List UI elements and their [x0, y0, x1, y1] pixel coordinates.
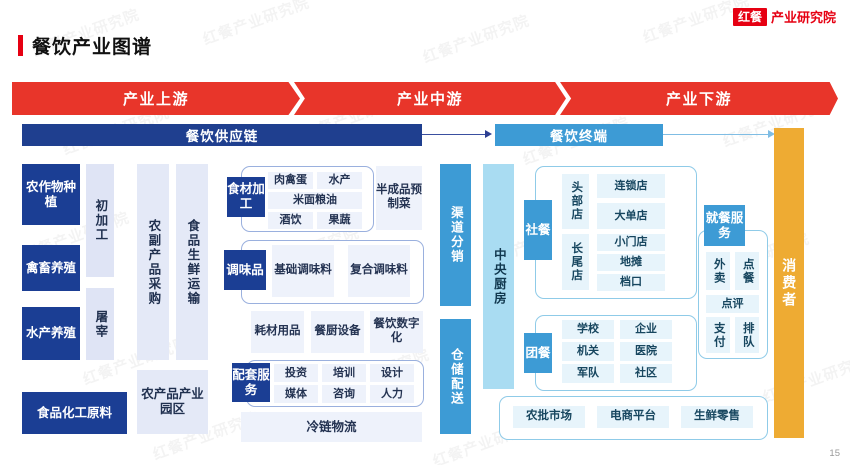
box-digitalization: 餐饮数字化: [370, 311, 423, 353]
box-consumables: 耗材用品: [251, 311, 304, 353]
box-training: 培训: [322, 364, 366, 382]
logo-mark: 红餐: [732, 8, 767, 26]
tab-dining-service: 就餐服务: [704, 205, 745, 246]
box-review: 点评: [706, 295, 759, 313]
box-beverage: 酒饮: [268, 212, 313, 229]
box-school: 学校: [562, 320, 614, 339]
box-military: 军队: [562, 364, 614, 383]
box-chemical-raw: 食品化工原料: [22, 392, 127, 434]
box-design: 设计: [370, 364, 414, 382]
box-meat-poultry-egg: 肉禽蛋: [268, 172, 313, 189]
box-crop-planting: 农作物种植: [22, 164, 80, 225]
logo-text: 产业研究院: [770, 9, 836, 25]
page-number: 15: [829, 448, 840, 459]
box-compound-seasoning: 复合调味料: [348, 245, 410, 297]
box-community: 社区: [620, 364, 672, 383]
box-consulting: 咨询: [322, 385, 366, 403]
box-small-store: 小门店: [597, 234, 665, 251]
box-government: 机关: [562, 342, 614, 361]
box-ecommerce: 电商平台: [597, 406, 669, 428]
box-basic-seasoning: 基础调味料: [272, 245, 334, 297]
stage-midstream: 产业中游: [294, 82, 566, 115]
box-aquaculture: 水产养殖: [22, 307, 80, 360]
box-tail-stores: 长尾店: [562, 234, 589, 290]
box-channel-distribution: 渠道分销: [440, 164, 471, 306]
box-hospital: 医院: [620, 342, 672, 361]
box-hr: 人力: [370, 385, 414, 403]
stage-upstream: 产业上游: [12, 82, 300, 115]
connector-supply-to-terminal: [422, 134, 485, 136]
box-fresh-transport: 食品生鲜运输: [176, 164, 208, 360]
arrow-head-icon: [485, 129, 492, 138]
box-ordering: 点餐: [735, 252, 759, 290]
tab-food-processing: 食材加工: [227, 177, 265, 217]
box-central-kitchen: 中央厨房: [483, 164, 514, 389]
box-grain-oil: 米面粮油: [268, 192, 362, 209]
box-slaughter: 屠宰: [86, 288, 114, 360]
box-head-stores: 头部店: [562, 174, 589, 229]
tab-seasoning: 调味品: [224, 250, 266, 290]
box-wholesale-market: 农批市场: [513, 406, 585, 428]
title-accent-bar: [18, 35, 23, 56]
box-livestock: 禽畜养殖: [22, 245, 80, 291]
box-fresh-retail: 生鲜零售: [681, 406, 753, 428]
box-large-store: 大单店: [597, 203, 665, 229]
box-warehouse-delivery: 仓储配送: [440, 319, 471, 434]
box-aquatic-products: 水产: [317, 172, 362, 189]
box-media: 媒体: [274, 385, 318, 403]
box-prepared-dishes: 半成品预制菜: [376, 166, 422, 230]
box-payment: 支付: [706, 317, 730, 353]
box-chain-store: 连锁店: [597, 174, 665, 198]
box-cold-chain: 冷链物流: [241, 412, 422, 442]
stage-arrow-band: 产业上游 产业中游 产业下游: [12, 82, 838, 115]
terminal-header: 餐饮终端: [495, 124, 663, 146]
box-primary-processing: 初加工: [86, 164, 114, 277]
stage-downstream: 产业下游: [560, 82, 838, 115]
supply-chain-header: 餐饮供应链: [22, 124, 422, 146]
box-consumer: 消费者: [774, 128, 804, 438]
title-text: 餐饮产业图谱: [32, 37, 153, 58]
arrow-head-icon: [768, 129, 775, 138]
box-enterprise: 企业: [620, 320, 672, 339]
box-agri-procurement: 农副产品采购: [137, 164, 169, 360]
box-fruit-vegetable: 果蔬: [317, 212, 362, 229]
box-takeout: 外卖: [706, 252, 730, 290]
page-title: 餐饮产业图谱: [18, 32, 152, 59]
tab-group-dining: 团餐: [524, 333, 552, 373]
box-kitchen-equipment: 餐厨设备: [311, 311, 364, 353]
box-street-stall: 地摊: [597, 254, 665, 271]
box-investment: 投资: [274, 364, 318, 382]
box-agri-park: 农产品产业园区: [137, 370, 208, 434]
group-group-dining: [535, 315, 697, 391]
tab-social-dining: 社餐: [524, 200, 552, 260]
brand-logo: 红餐 产业研究院: [732, 8, 836, 26]
tab-support-services: 配套服务: [232, 363, 270, 402]
connector-terminal-to-consumer: [663, 134, 768, 136]
box-food-counter: 档口: [597, 274, 665, 291]
box-queueing: 排队: [735, 317, 759, 353]
